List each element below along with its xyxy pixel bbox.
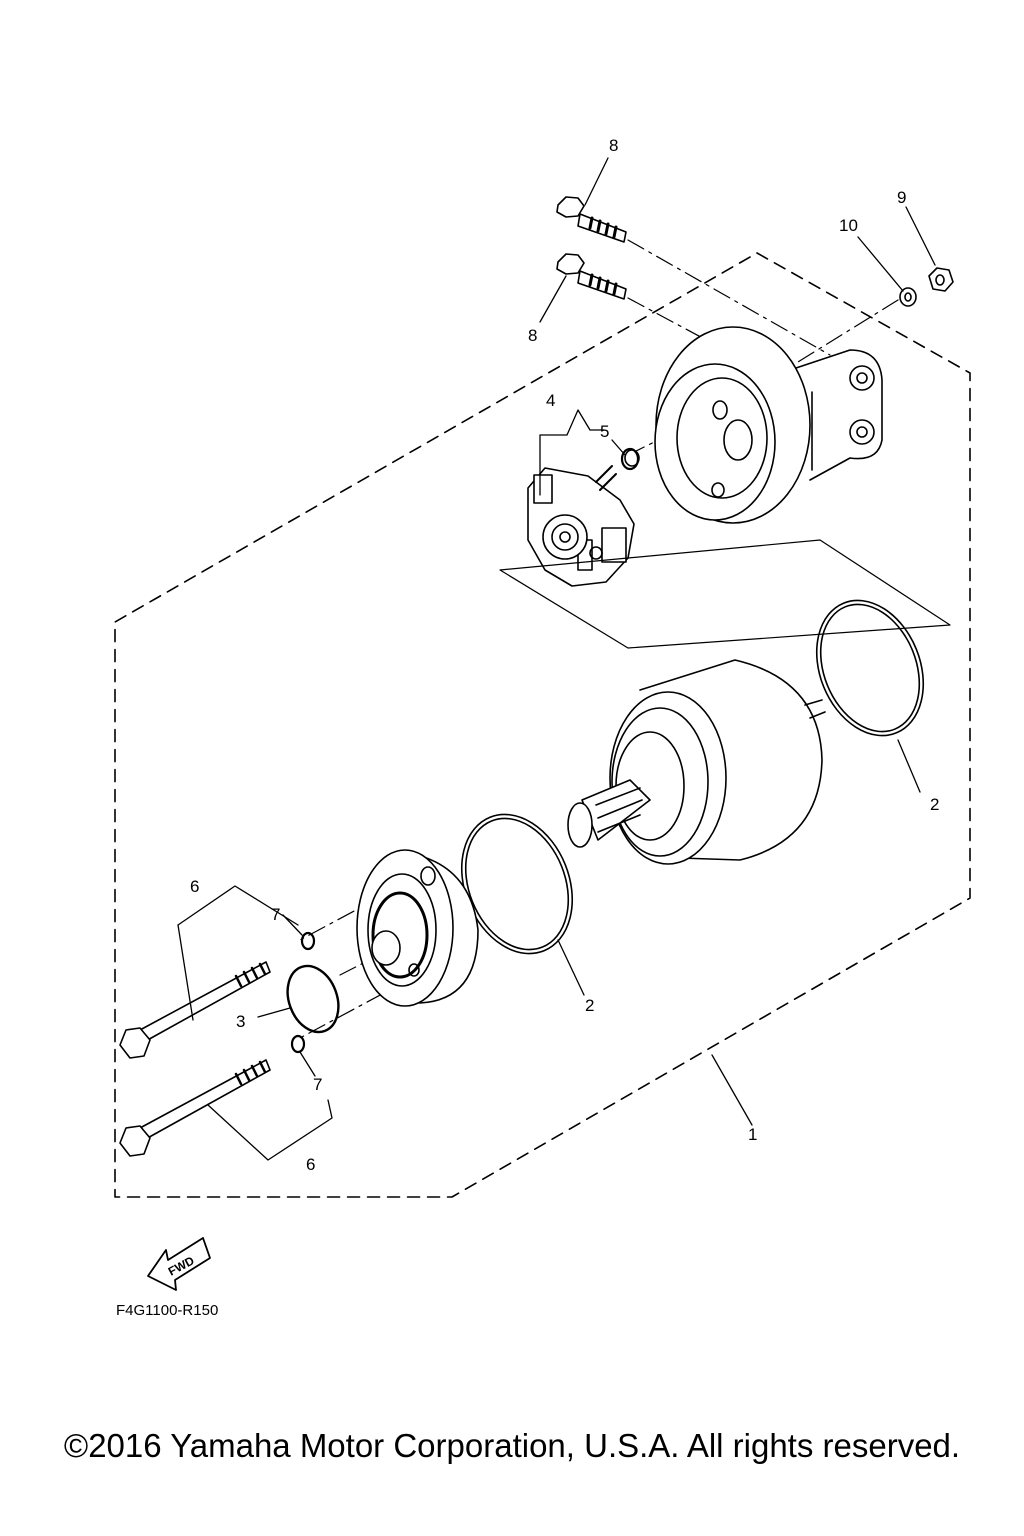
o-ring-rear-inner: [819, 603, 921, 733]
callout-2-rear: 2: [930, 795, 939, 814]
o-ring-7-lower: [290, 1034, 306, 1054]
flange-bolt-upper: [556, 196, 627, 243]
forward-arrow-icon: FWD: [147, 1237, 211, 1291]
callout-2-front: 2: [585, 996, 594, 1015]
brush-holder: [527, 449, 640, 587]
front-cover: [356, 849, 479, 1007]
callout-10: 10: [839, 216, 858, 235]
starting-motor-exploded-diagram: 8 8 9 10 4 5 2 2 1 6 7 3 7 6 FWD F4G1100…: [114, 136, 971, 1319]
callout-7-upper: 7: [271, 905, 280, 924]
copyright-notice: ©2016 Yamaha Motor Corporation, U.S.A. A…: [63, 1427, 961, 1464]
through-bolt-lower: [119, 1059, 271, 1157]
callout-1: 1: [748, 1125, 757, 1144]
o-ring-rear: [815, 599, 925, 737]
assembly-boundary: [114, 252, 971, 1198]
lock-washer: [899, 287, 917, 307]
callout-labels: 8 8 9 10 4 5 2 2 1 6 7 3 7 6: [190, 136, 939, 1174]
figure-code: F4G1100-R150: [116, 1302, 218, 1319]
leader-lines: [177, 157, 936, 1161]
o-ring-3: [286, 964, 340, 1034]
callout-9: 9: [897, 188, 906, 207]
flange-bolt-lower: [556, 253, 627, 300]
callout-7-lower: 7: [313, 1075, 322, 1094]
callout-4: 4: [546, 391, 555, 410]
callout-6-lower: 6: [306, 1155, 315, 1174]
callout-5: 5: [600, 422, 609, 441]
through-bolt-upper: [119, 961, 271, 1059]
rear-cover: [654, 326, 883, 524]
yoke-armature: [567, 659, 826, 865]
callout-8-lower: 8: [528, 326, 537, 345]
callout-6-upper: 6: [190, 877, 199, 896]
nut: [928, 267, 954, 292]
callout-3: 3: [236, 1012, 245, 1031]
callout-8-upper: 8: [609, 136, 618, 155]
o-ring-front-inner: [464, 817, 570, 951]
o-ring-5: [620, 447, 640, 471]
o-ring-7-upper: [300, 931, 316, 951]
brush-holder-plane: [499, 539, 951, 649]
